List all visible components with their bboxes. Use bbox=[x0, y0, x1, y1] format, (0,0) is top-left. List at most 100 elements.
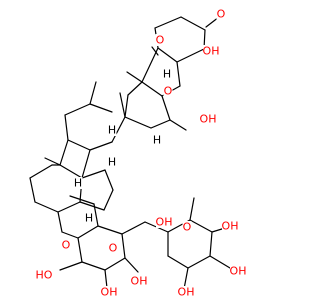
label-bg-0 bbox=[155, 34, 165, 46]
bond-43 bbox=[77, 225, 99, 239]
label-bg-12 bbox=[108, 242, 118, 254]
atom-label-oh-19: OH bbox=[178, 286, 195, 299]
label-bg-4 bbox=[200, 113, 216, 125]
label-bg-3 bbox=[163, 85, 173, 97]
bond-6 bbox=[151, 46, 159, 56]
bond-57 bbox=[189, 219, 213, 233]
label-bg-8 bbox=[107, 156, 117, 168]
bond-48 bbox=[77, 237, 83, 263]
label-bg-16 bbox=[182, 221, 192, 233]
bond-39 bbox=[103, 189, 114, 211]
bond-62 bbox=[189, 197, 195, 221]
bond-64 bbox=[209, 255, 231, 269]
bond-51 bbox=[124, 257, 139, 273]
bond-20 bbox=[111, 116, 126, 143]
bond-22 bbox=[67, 139, 91, 151]
label-bg-7 bbox=[107, 124, 117, 136]
bond-12 bbox=[126, 71, 143, 83]
bond-15 bbox=[124, 116, 152, 129]
bond-65 bbox=[183, 267, 189, 290]
atom-label-o-11: O bbox=[62, 239, 71, 252]
bond-58 bbox=[209, 231, 213, 257]
label-bg-19 bbox=[178, 286, 194, 298]
label-bg-18 bbox=[230, 265, 246, 277]
bond-19 bbox=[119, 92, 126, 118]
bond-33 bbox=[34, 201, 59, 213]
label-bg-6 bbox=[152, 134, 162, 146]
bond-27 bbox=[59, 139, 69, 166]
bond-10 bbox=[141, 81, 163, 97]
atom-label-oh-20: OH bbox=[156, 216, 173, 229]
bond-18 bbox=[169, 119, 187, 131]
atom-label-h-9: H bbox=[74, 177, 82, 190]
bond-45 bbox=[121, 233, 126, 259]
atom-label-oh-14: OH bbox=[131, 275, 148, 288]
bond-29 bbox=[81, 149, 91, 179]
bond-38 bbox=[104, 169, 114, 191]
label-bg-5 bbox=[162, 68, 172, 80]
bond-34 bbox=[29, 177, 36, 203]
bond-60 bbox=[167, 255, 189, 269]
atom-label-oh-15: OH bbox=[101, 286, 118, 299]
bond-23 bbox=[64, 114, 69, 141]
bond-8 bbox=[176, 61, 181, 87]
label-bg-15 bbox=[101, 286, 117, 298]
label-bg-11 bbox=[61, 239, 71, 251]
bond-32 bbox=[57, 201, 81, 213]
atom-label-oh-17: OH bbox=[222, 220, 239, 233]
bond-37 bbox=[81, 169, 106, 179]
atom-label-ho-13: HO bbox=[36, 269, 53, 282]
atom-label-o-1: O bbox=[217, 8, 226, 21]
label-bg-14 bbox=[131, 275, 147, 287]
atom-label-h-7: H bbox=[108, 124, 116, 137]
atom-label-o-0: O bbox=[156, 34, 165, 47]
bond-47 bbox=[81, 261, 106, 271]
bond-26 bbox=[89, 81, 97, 105]
bond-16 bbox=[124, 94, 129, 118]
bond-25 bbox=[89, 103, 113, 113]
label-bg-13 bbox=[36, 269, 52, 281]
atom-label-o-3: O bbox=[164, 85, 173, 98]
bond-35 bbox=[29, 164, 53, 179]
atom-label-o-12: O bbox=[109, 242, 118, 255]
label-bg-20 bbox=[156, 216, 172, 228]
atom-label-o-16: O bbox=[183, 221, 192, 234]
bond-54 bbox=[121, 221, 146, 235]
bond-14 bbox=[150, 119, 171, 129]
bond-50 bbox=[69, 195, 95, 205]
atom-label-oh-18: OH bbox=[230, 265, 247, 278]
bond-28 bbox=[59, 164, 83, 179]
bond-11 bbox=[141, 47, 159, 83]
bond-4 bbox=[157, 47, 178, 63]
bond-59 bbox=[187, 255, 211, 269]
bond-53 bbox=[59, 261, 83, 271]
bond-41 bbox=[57, 211, 63, 233]
bond-44 bbox=[97, 225, 123, 235]
bond-17 bbox=[127, 81, 143, 96]
bond-30 bbox=[44, 157, 61, 166]
bond-13 bbox=[161, 95, 171, 121]
atom-label-h-6: H bbox=[153, 134, 161, 147]
label-bg-17 bbox=[222, 220, 238, 232]
bond-3 bbox=[176, 48, 205, 63]
label-bg-9 bbox=[73, 177, 83, 189]
bond-0 bbox=[154, 16, 182, 29]
bond-52 bbox=[104, 269, 108, 289]
label-bg-2 bbox=[203, 45, 219, 57]
bond-21 bbox=[89, 141, 113, 151]
bond-49 bbox=[93, 203, 99, 227]
atom-label-oh-2: OH bbox=[203, 45, 220, 58]
atom-label-h-10: H bbox=[85, 212, 93, 225]
bond-40 bbox=[79, 201, 105, 211]
label-bg-1 bbox=[216, 8, 226, 20]
bond-1 bbox=[180, 16, 206, 31]
atom-label-oh-4: OH bbox=[200, 113, 217, 126]
bond-42 bbox=[61, 231, 79, 239]
atom-label-h-5: H bbox=[163, 68, 171, 81]
bond-46 bbox=[104, 257, 126, 271]
bond-24 bbox=[64, 103, 91, 116]
atom-label-h-8: H bbox=[108, 156, 116, 169]
label-bg-10 bbox=[84, 212, 94, 224]
